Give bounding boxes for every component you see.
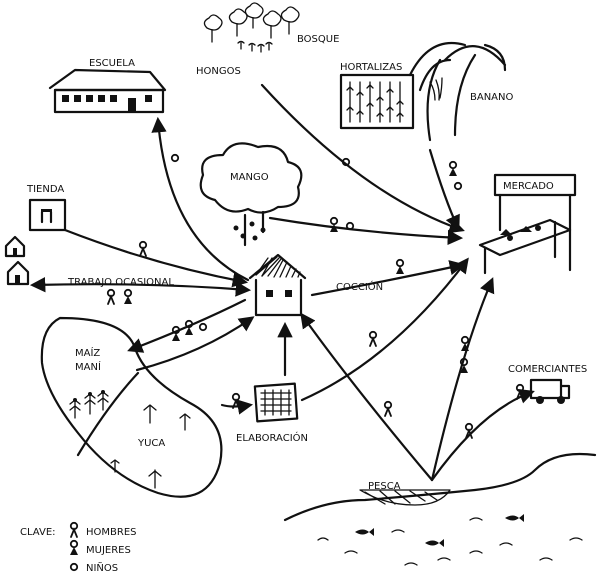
traders-truck: [529, 378, 571, 404]
forest-trees: [203, 2, 300, 53]
legend-children: NIÑOS: [86, 561, 118, 574]
people-symbols: [106, 153, 525, 439]
trabajo-label: TRABAJO OCASIONAL: [67, 277, 174, 288]
mani-label: MANÍ: [75, 360, 101, 373]
small-house-2: [6, 260, 30, 286]
legend: CLAVE: HOMBRES MUJERES NIÑOS: [20, 521, 137, 574]
shop-building: [28, 198, 67, 232]
mango-label: MANGO: [230, 172, 269, 183]
elaboracion-label: ELABORACIÓN: [236, 431, 308, 444]
banano-label: BANANO: [470, 92, 514, 103]
processing-box: [253, 382, 299, 423]
pesca-label: PESCA: [368, 481, 401, 492]
vegetable-garden: [339, 73, 415, 130]
yuca-label: YUCA: [137, 438, 165, 449]
legend-women: MUJERES: [86, 545, 131, 556]
legend-men: HOMBRES: [86, 527, 137, 538]
fishing-water: [283, 452, 597, 566]
hortalizas-label: HORTALIZAS: [340, 62, 402, 73]
market-stall: [478, 173, 577, 275]
banana-trees: [408, 41, 507, 142]
home-hut: [248, 253, 307, 317]
small-house-1: [4, 235, 26, 258]
legend-title: CLAVE:: [20, 527, 56, 538]
escuela-label: ESCUELA: [89, 58, 135, 69]
hongos-label: HONGOS: [196, 66, 241, 77]
bosque-label: BOSQUE: [297, 34, 339, 45]
mercado-label: MERCADO: [503, 181, 554, 192]
school-building: [48, 68, 167, 114]
tienda-label: TIENDA: [26, 184, 64, 195]
maiz-label: MAÍZ: [75, 346, 100, 359]
coccion-label: COCCIÓN: [336, 280, 383, 293]
mango-tree: [199, 142, 303, 247]
flow-arrows: [29, 83, 535, 482]
comerciantes-label: COMERCIANTES: [508, 364, 587, 375]
field-plots: [40, 316, 223, 498]
